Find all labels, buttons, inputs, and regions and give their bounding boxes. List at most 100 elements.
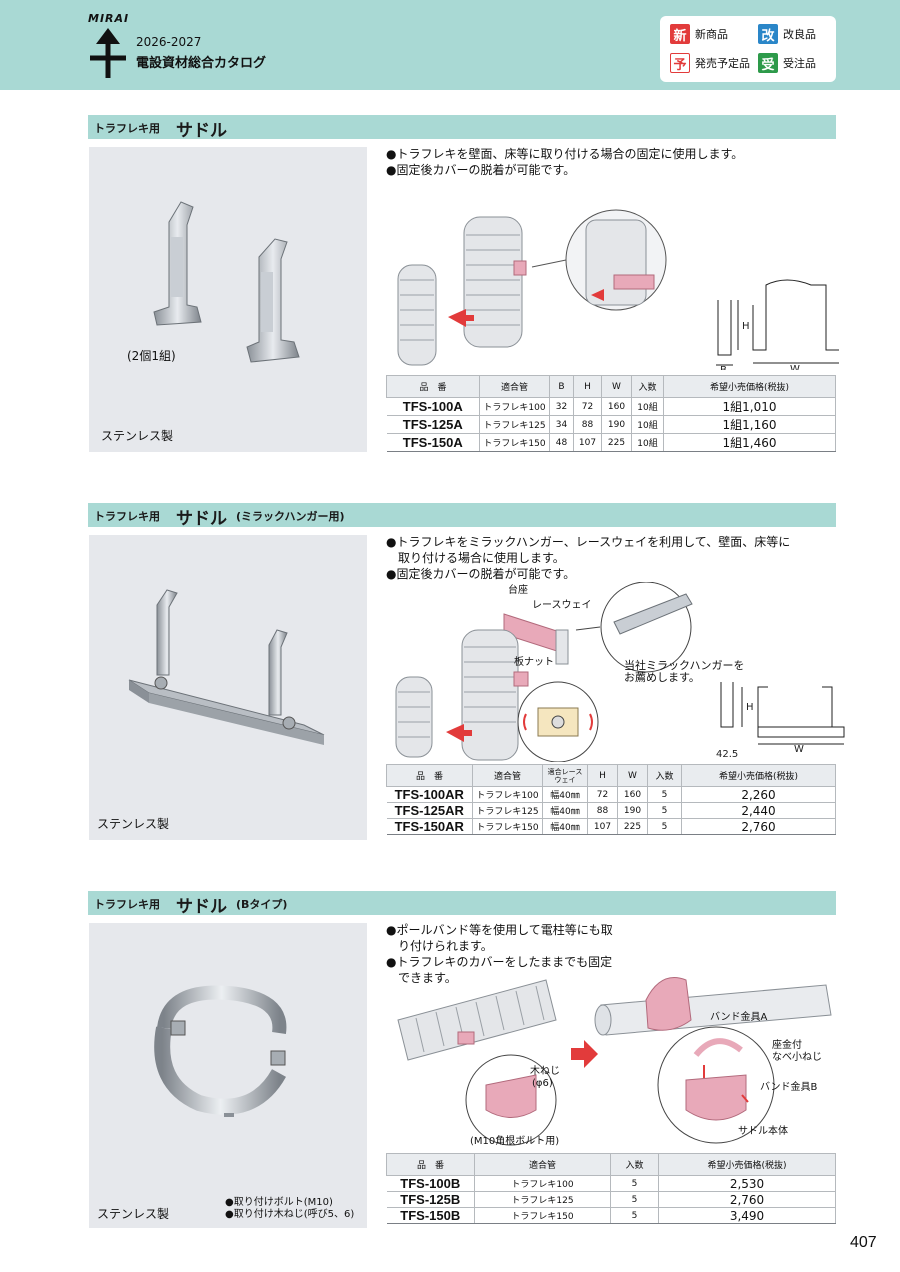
legend-label: 発売予定品	[695, 57, 750, 70]
label-recommend: 当社ミラックハンガーを	[624, 659, 745, 672]
feature-item: ●固定後カバーの脱着が可能です。	[386, 567, 576, 581]
feature-item: 取り付ける場合に使用します。	[386, 551, 565, 565]
price: 1組1,010	[663, 397, 836, 416]
cell: 190	[601, 415, 632, 434]
page-header: MIRAI 2026-2027 電設資材総合カタログ 新 新商品 改 改良品 予…	[0, 0, 900, 90]
table-row: TFS-100A トラフレキ100 32 72 160 10組 1組1,010	[386, 397, 836, 416]
label-screw-size: (φ6)	[532, 1078, 553, 1089]
part-number: TFS-150A	[386, 433, 480, 452]
cell: 88	[573, 415, 602, 434]
feature-item: ●トラフレキをミラックハンガー、レースウェイを利用して、壁面、床等に	[386, 535, 791, 549]
cell: 5	[610, 1207, 659, 1224]
photo-caption: (2個1組)	[127, 349, 176, 363]
installation-diagram-icon: H B W	[397, 209, 839, 370]
accessory-note: ●取り付け木ねじ(呼び5、6)	[225, 1209, 355, 1220]
material-label: ステンレス製	[101, 429, 174, 443]
catalog-title: 電設資材総合カタログ	[136, 56, 267, 71]
feature-item: ●トラフレキのカバーをしたままでも固定	[386, 955, 613, 969]
product-photo: ステンレス製 ●取り付けボルト(M10) ●取り付け木ねじ(呼び5、6)	[89, 923, 367, 1228]
col-header: B	[549, 375, 574, 398]
hanger-installation-diagram-icon: H 42.5 W	[395, 582, 845, 762]
cell: 107	[587, 818, 618, 835]
table-header-row: 品 番 適合管 入数 希望小売価格(税抜)	[386, 1153, 836, 1176]
part-number: TFS-125AR	[386, 802, 473, 819]
planned-mark-icon: 予	[670, 53, 690, 73]
legend-planned: 予 発売予定品	[670, 53, 750, 73]
heading-small: トラフレキ用	[94, 510, 160, 523]
part-number: TFS-100AR	[386, 786, 473, 803]
price: 2,440	[681, 802, 836, 819]
label-screw: 木ねじ	[530, 1066, 560, 1077]
col-header: 品 番	[386, 375, 480, 398]
cell: 160	[601, 397, 632, 416]
saddle-photo-icon	[153, 201, 300, 363]
label-saddle-body: サドル本体	[738, 1126, 788, 1137]
cell: 幅40㎜	[542, 818, 588, 835]
col-header: H	[587, 764, 618, 787]
cell: 5	[610, 1175, 659, 1192]
new-mark-icon: 新	[670, 24, 690, 44]
part-number: TFS-150AR	[386, 818, 473, 835]
heading-small: トラフレキ用	[94, 122, 160, 135]
col-header: 入数	[610, 1153, 659, 1176]
heading-small: トラフレキ用	[94, 898, 160, 911]
cell: 48	[549, 433, 574, 452]
heading-big: サドル	[176, 897, 227, 917]
feature-list: ●トラフレキを壁面、床等に取り付ける場合の固定に使用します。 ●固定後カバーの脱…	[386, 146, 743, 178]
part-number: TFS-125B	[386, 1191, 475, 1208]
col-header: 適合管	[474, 1153, 611, 1176]
label-nut: 板ナット	[514, 657, 554, 668]
cell: トラフレキ100	[479, 397, 550, 416]
cell: 5	[610, 1191, 659, 1208]
section-heading: トラフレキ用 サドル	[88, 115, 836, 141]
dim-b: 42.5	[716, 749, 738, 760]
table-row: TFS-125B トラフレキ125 5 2,760	[386, 1191, 836, 1208]
legend-label: 受注品	[783, 57, 816, 70]
cell: 88	[587, 802, 618, 819]
feature-item: できます。	[386, 971, 457, 985]
legend-improved: 改 改良品	[758, 24, 816, 44]
btype-installation-diagram-icon	[397, 977, 832, 1146]
dim-b: B	[720, 365, 727, 370]
feature-item: ●ポールバンド等を使用して電柱等にも取	[386, 923, 613, 937]
cell: 10組	[631, 415, 664, 434]
legend-box: 新 新商品 改 改良品 予 発売予定品 受 受注品	[660, 16, 836, 82]
heading-big: サドル	[176, 509, 227, 529]
table-row: TFS-125AR トラフレキ125 幅40㎜ 88 190 5 2,440	[386, 802, 836, 819]
heading-big: サドル	[176, 121, 227, 141]
cell: 5	[647, 786, 682, 803]
table-row: TFS-150AR トラフレキ150 幅40㎜ 107 225 5 2,760	[386, 818, 836, 835]
table-row: TFS-150B トラフレキ150 5 3,490	[386, 1207, 836, 1224]
table-row: TFS-100B トラフレキ100 5 2,530	[386, 1175, 836, 1192]
price: 2,760	[658, 1191, 836, 1208]
col-header: 適合管	[479, 375, 550, 398]
cell: トラフレキ150	[479, 433, 550, 452]
feature-list: ●ポールバンド等を使用して電柱等にも取 り付けられます。 ●トラフレキのカバーを…	[386, 922, 613, 986]
legend-order: 受 受注品	[758, 53, 816, 73]
table-header-row: 品 番 適合管 B H W 入数 希望小売価格(税抜)	[386, 375, 836, 398]
label-washer-screw: なべ小ねじ	[772, 1052, 822, 1063]
col-header: 入数	[631, 375, 664, 398]
cell: トラフレキ125	[474, 1191, 611, 1208]
label-band-b: バンド金具B	[760, 1082, 818, 1093]
col-header: 適合レースウェイ	[542, 764, 588, 787]
heading-sub: (ミラックハンガー用)	[236, 510, 345, 523]
col-header: 適合管	[472, 764, 543, 787]
feature-item: ●トラフレキを壁面、床等に取り付ける場合の固定に使用します。	[386, 147, 744, 161]
cell: 10組	[631, 433, 664, 452]
col-header: 希望小売価格(税抜)	[681, 764, 836, 787]
legend-label: 新商品	[695, 28, 728, 41]
product-photo: (2個1組) ステンレス製	[89, 147, 367, 452]
label-band-a: バンド金具A	[710, 1012, 768, 1023]
saddle-btype-photo-icon	[154, 985, 287, 1117]
saddle-hanger-photo-icon	[128, 589, 325, 745]
cell: 幅40㎜	[542, 802, 588, 819]
cell: トラフレキ150	[472, 818, 543, 835]
product-photo: ステンレス製	[89, 535, 367, 840]
feature-list: ●トラフレキをミラックハンガー、レースウェイを利用して、壁面、床等に 取り付ける…	[386, 534, 790, 582]
cell: 225	[617, 818, 648, 835]
col-header: H	[573, 375, 602, 398]
feature-item: り付けられます。	[386, 939, 493, 953]
cell: トラフレキ100	[474, 1175, 611, 1192]
section-heading: トラフレキ用 サドル (Bタイプ)	[88, 891, 836, 917]
